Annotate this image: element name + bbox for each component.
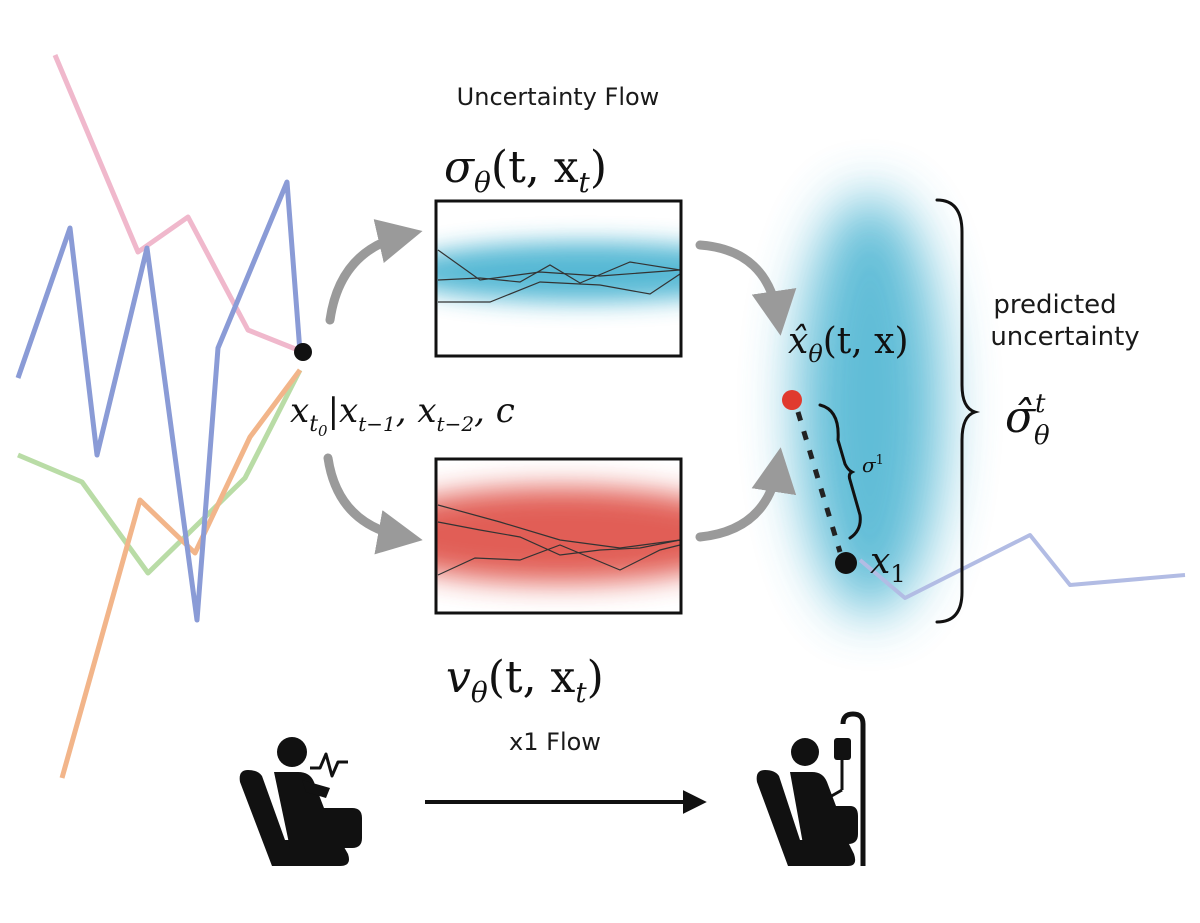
- uncertainty-flow-label: Uncertainty Flow: [457, 83, 660, 111]
- sigma-hat-label: σ̂t: [1005, 389, 1046, 443]
- uncertainty-flow-box: [434, 199, 683, 358]
- predicted-point: [782, 390, 802, 410]
- predicted-uncertainty-label-2: uncertainty: [990, 322, 1139, 352]
- predicted-uncertainty-label-1: predicted: [993, 290, 1116, 320]
- arrow-to-uncertainty: [325, 219, 423, 325]
- prediction-uncertainty-cloud: [798, 195, 942, 615]
- predicted-uncertainty-brace: [935, 198, 981, 624]
- arrow-from-velocity: [695, 447, 797, 542]
- input-time-series: [15, 54, 1186, 779]
- sigma-hat-sub: θ: [1034, 421, 1050, 451]
- arrow-to-velocity: [323, 453, 423, 555]
- target-point: [835, 552, 857, 574]
- velocity-flow-box: [434, 457, 683, 615]
- xhat-formula: x̂θ(t, x): [788, 321, 909, 368]
- patient-heartbeat-icon: [239, 737, 362, 866]
- series-blue: [15, 179, 303, 623]
- patient-iv-drip-icon: [756, 711, 866, 866]
- sigma-one-label: σ1: [862, 453, 884, 477]
- series-orange: [59, 368, 303, 779]
- series-pink: [52, 54, 304, 355]
- flow-arrows: [323, 219, 797, 555]
- x1-label: x1: [870, 541, 906, 588]
- x1-flow-label: x1 Flow: [509, 728, 601, 756]
- sigma-theta-formula: σθ(t, xt): [444, 142, 607, 199]
- arrow-from-uncertainty: [695, 240, 797, 336]
- series-green: [17, 368, 303, 576]
- error-dashed-line: [795, 411, 843, 553]
- sigma-brace: [818, 403, 862, 540]
- condition-formula: xt0|xt−1, xt−2, c: [290, 391, 515, 440]
- series-blue-future: [858, 533, 1186, 600]
- v-theta-formula: vθ(t, xt): [446, 652, 604, 709]
- start-point: [294, 343, 312, 361]
